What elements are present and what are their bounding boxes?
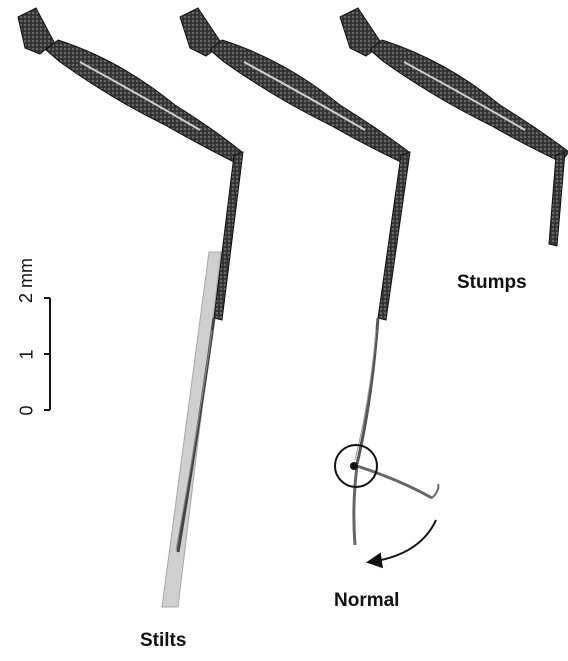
- stilts-coxa: [18, 8, 54, 54]
- stumps-tibia: [549, 152, 565, 246]
- joint-marker-dot: [350, 462, 358, 470]
- scale-bar: [44, 298, 50, 410]
- normal-claw-back: [354, 466, 357, 545]
- scale-label-0: 0: [17, 405, 38, 415]
- rotation-arrow: [370, 520, 436, 562]
- label-stilts: Stilts: [140, 630, 186, 652]
- normal-tibia: [378, 152, 410, 320]
- label-stumps: Stumps: [457, 272, 527, 294]
- stilts-femur: [46, 40, 242, 162]
- scale-label-2: 2 mm: [16, 258, 37, 303]
- scale-label-1: 1: [17, 349, 38, 359]
- stumps-femur: [370, 40, 568, 162]
- label-normal: Normal: [334, 590, 399, 612]
- stilts-tibia: [214, 152, 243, 320]
- stilts-leg: [18, 8, 243, 607]
- stilt-extension: [162, 252, 221, 607]
